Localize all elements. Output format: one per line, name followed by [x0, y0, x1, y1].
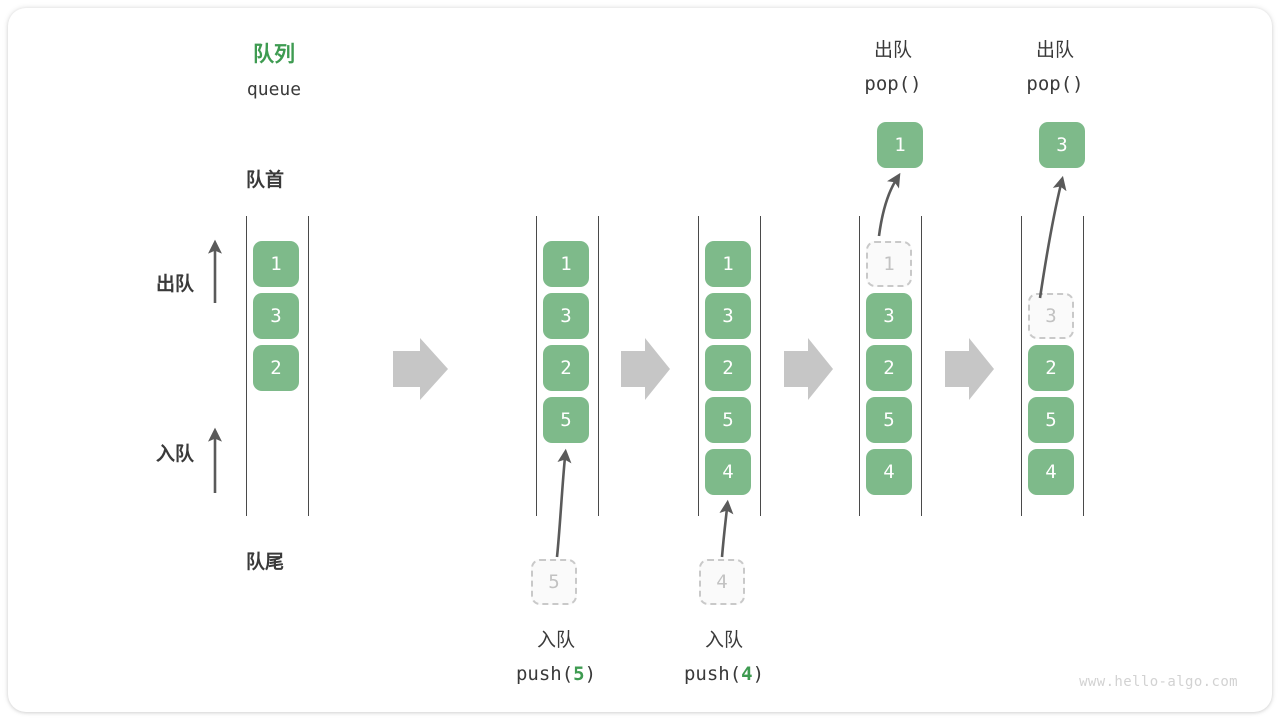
queue-rail-left	[859, 216, 860, 516]
popped-element: 3	[1039, 122, 1085, 168]
queue-element: 3	[253, 293, 299, 339]
queue-element: 5	[866, 397, 912, 443]
push-code-suffix: )	[752, 663, 765, 685]
queue-title-cjk: 队列	[253, 42, 295, 66]
queue-element: 5	[543, 397, 589, 443]
push-incoming-arrow	[555, 448, 572, 558]
pop-outgoing-arrow	[1038, 175, 1067, 299]
step-connector-arrow	[784, 338, 833, 400]
pop-header-cjk: 出队	[873, 39, 912, 61]
enqueue-direction-label: 入队	[156, 443, 195, 465]
queue-element: 3	[866, 293, 912, 339]
queue-element: 2	[543, 345, 589, 391]
step-connector-arrow	[393, 338, 448, 400]
pop-header-code: pop()	[1026, 73, 1084, 95]
step-connector-arrow	[945, 338, 994, 400]
push-caption-code: push(5)	[466, 662, 646, 687]
queue-element-ghost: 3	[1028, 293, 1074, 339]
popped-element: 1	[877, 122, 923, 168]
queue-rail-left	[536, 216, 537, 516]
queue-element-ghost: 1	[866, 241, 912, 287]
push-caption-cjk: 入队	[536, 629, 575, 651]
queue-rail-right	[598, 216, 599, 516]
pop-header-cjk: 出队	[1035, 39, 1074, 61]
queue-element: 4	[1028, 449, 1074, 495]
queue-rail-left	[1021, 216, 1022, 516]
push-code-suffix: )	[584, 663, 597, 685]
push-caption-code: push(4)	[634, 662, 814, 687]
watermark: www.hello-algo.com	[1079, 674, 1238, 690]
incoming-element-ghost: 4	[699, 559, 745, 605]
push-code-arg: 4	[741, 663, 753, 685]
queue-element: 2	[1028, 345, 1074, 391]
front-label: 队首	[246, 169, 285, 191]
queue-element: 2	[253, 345, 299, 391]
rear-label: 队尾	[246, 551, 285, 573]
queue-element: 3	[705, 293, 751, 339]
incoming-element-ghost: 5	[531, 559, 577, 605]
push-caption-cjk: 入队	[704, 629, 743, 651]
queue-rail-right	[308, 216, 309, 516]
queue-element: 1	[253, 241, 299, 287]
queue-rail-right	[921, 216, 922, 516]
queue-element: 2	[866, 345, 912, 391]
queue-rail-right	[760, 216, 761, 516]
push-code-arg: 5	[573, 663, 585, 685]
pop-outgoing-arrow	[877, 172, 901, 237]
queue-element: 4	[866, 449, 912, 495]
queue-element: 5	[1028, 397, 1074, 443]
push-incoming-arrow	[719, 499, 734, 558]
queue-title-latin: queue	[246, 79, 302, 100]
queue-rail-left	[698, 216, 699, 516]
push-code-prefix: push(	[515, 663, 574, 685]
queue-element: 4	[705, 449, 751, 495]
step-connector-arrow	[621, 338, 670, 400]
queue-rail-left	[246, 216, 247, 516]
queue-rail-right	[1083, 216, 1084, 516]
queue-element: 3	[543, 293, 589, 339]
pop-header-code: pop()	[864, 73, 922, 95]
queue-element: 2	[705, 345, 751, 391]
queue-element: 1	[705, 241, 751, 287]
dequeue-direction-label: 出队	[156, 273, 195, 295]
diagram-card: 队列 queue 队首 队尾 出队 入队 1 3 2 1 3 2 5 5 入队 …	[8, 8, 1272, 712]
push-code-prefix: push(	[683, 663, 742, 685]
queue-element: 5	[705, 397, 751, 443]
queue-element: 1	[543, 241, 589, 287]
